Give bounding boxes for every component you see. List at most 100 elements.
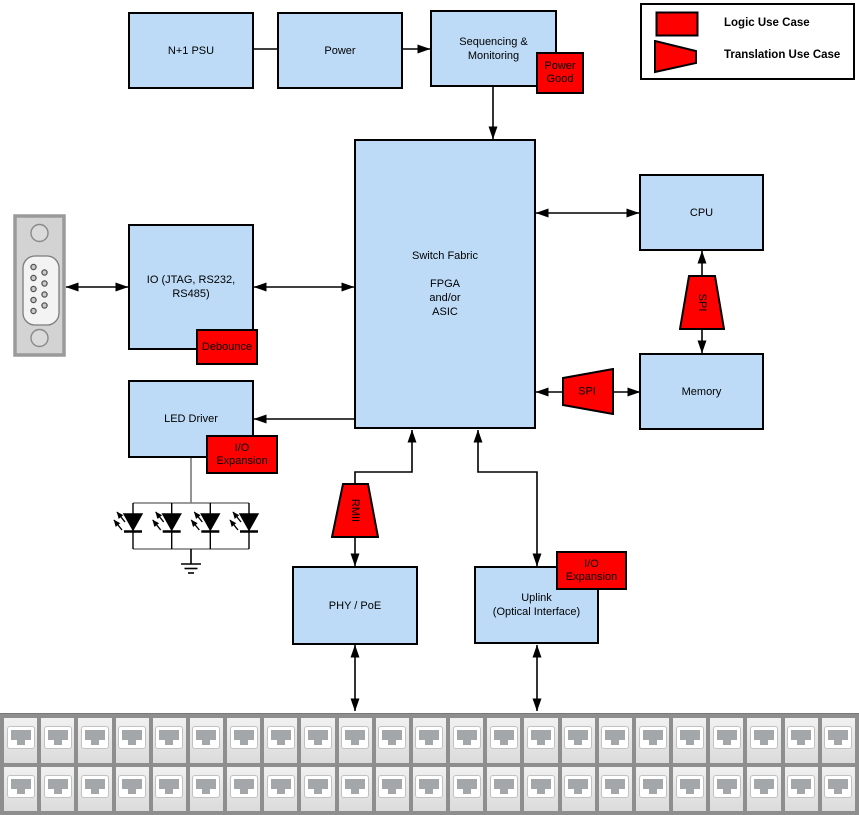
rj45-port xyxy=(41,766,75,811)
rj45-socket xyxy=(602,727,629,748)
rj45-socket xyxy=(81,775,108,797)
rj45-port xyxy=(598,766,632,811)
rj45-port xyxy=(487,718,521,763)
rj45-port xyxy=(338,718,372,763)
ground-symbol xyxy=(181,549,201,574)
rj45-port xyxy=(227,766,261,811)
rj45-port xyxy=(375,718,409,763)
ethernet-port-array xyxy=(0,713,859,815)
block-sequencing-monitoring: Sequencing & Monitoring xyxy=(430,10,557,87)
rj45-port xyxy=(821,766,855,811)
rj45-socket xyxy=(639,727,666,748)
rj45-port xyxy=(747,718,781,763)
db9-connector xyxy=(13,214,66,357)
tag-debounce: Debounce xyxy=(196,329,258,365)
rj45-socket xyxy=(453,775,480,797)
rj45-socket xyxy=(44,727,71,748)
rj45-port xyxy=(152,718,186,763)
rj45-socket xyxy=(156,727,183,748)
rj45-port xyxy=(338,766,372,811)
rj45-socket xyxy=(788,727,815,748)
rj45-socket xyxy=(267,775,294,797)
rj45-port xyxy=(450,718,484,763)
rj45-socket xyxy=(7,727,34,748)
rj45-port xyxy=(710,718,744,763)
rj45-port xyxy=(710,766,744,811)
block-memory: Memory xyxy=(639,353,764,430)
rj45-port xyxy=(115,766,149,811)
db9-pins xyxy=(30,263,48,315)
rj45-socket xyxy=(639,775,666,797)
rj45-socket xyxy=(379,775,406,797)
legend-translation-icon xyxy=(654,40,697,74)
wire-fabric-uplink xyxy=(473,429,542,567)
rj45-socket xyxy=(602,775,629,797)
rj45-port xyxy=(561,718,595,763)
rj45-port xyxy=(598,718,632,763)
rj45-port xyxy=(189,718,224,763)
rj45-port xyxy=(784,718,818,763)
rj45-port xyxy=(784,766,818,811)
rj45-socket xyxy=(825,727,852,748)
rj45-socket xyxy=(193,775,220,797)
translation-spi-memory-label: SPI xyxy=(578,386,596,398)
rj45-socket xyxy=(119,775,146,797)
rj45-socket xyxy=(416,727,443,748)
tag-power-good: Power Good xyxy=(536,52,584,94)
rj45-port xyxy=(301,766,335,811)
tag-io-expansion-led: I/O Expansion xyxy=(206,435,278,474)
rj45-socket xyxy=(379,727,406,748)
legend: Logic Use Case Translation Use Case xyxy=(640,3,855,80)
rj45-socket xyxy=(342,775,369,797)
legend-logic-label: Logic Use Case xyxy=(724,17,810,29)
translation-rmii: RMII xyxy=(331,483,379,538)
led-symbols xyxy=(113,503,260,549)
rj45-socket xyxy=(565,775,592,797)
rj45-port xyxy=(4,718,38,763)
block-led-driver: LED Driver xyxy=(128,380,254,458)
translation-spi-cpu-label: SPI xyxy=(696,294,708,312)
rj45-port xyxy=(301,718,335,763)
rj45-socket xyxy=(490,775,517,797)
rj45-socket xyxy=(81,727,108,748)
rj45-socket xyxy=(676,775,703,797)
wire-rmii-fabric xyxy=(354,429,417,483)
rj45-port xyxy=(227,718,261,763)
rj45-socket xyxy=(230,727,257,748)
rj45-port xyxy=(635,718,670,763)
rj45-port xyxy=(189,766,224,811)
rj45-port xyxy=(747,766,781,811)
legend-translation-label: Translation Use Case xyxy=(724,49,841,61)
translation-rmii-label: RMII xyxy=(349,499,361,522)
rj45-socket xyxy=(676,727,703,748)
rj45-socket xyxy=(304,727,331,748)
rj45-socket xyxy=(751,727,778,748)
rj45-port xyxy=(78,718,112,763)
rj45-socket xyxy=(713,775,740,797)
translation-spi-cpu: SPI xyxy=(679,275,725,330)
rj45-port xyxy=(264,766,298,811)
rj45-socket xyxy=(788,775,815,797)
rj45-port xyxy=(524,766,558,811)
rj45-port xyxy=(524,718,558,763)
tag-io-expansion-uplink: I/O Expansion xyxy=(556,551,627,590)
rj45-socket xyxy=(825,775,852,797)
rj45-port xyxy=(41,718,75,763)
led-array xyxy=(113,458,260,574)
rj45-socket xyxy=(528,775,554,797)
block-power: Power xyxy=(277,12,403,89)
rj45-port xyxy=(4,766,38,811)
block-phy-poe: PHY / PoE xyxy=(292,566,418,645)
rj45-port xyxy=(673,766,707,811)
rj45-socket xyxy=(713,727,740,748)
block-switch-fabric: Switch Fabric FPGA and/or ASIC xyxy=(354,139,536,429)
rj45-port xyxy=(375,766,409,811)
rj45-socket xyxy=(416,775,443,797)
rj45-port xyxy=(673,718,707,763)
legend-logic-icon xyxy=(655,11,699,37)
rj45-socket xyxy=(230,775,257,797)
rj45-port xyxy=(412,766,447,811)
rj45-port xyxy=(152,766,186,811)
rj45-port xyxy=(821,718,855,763)
